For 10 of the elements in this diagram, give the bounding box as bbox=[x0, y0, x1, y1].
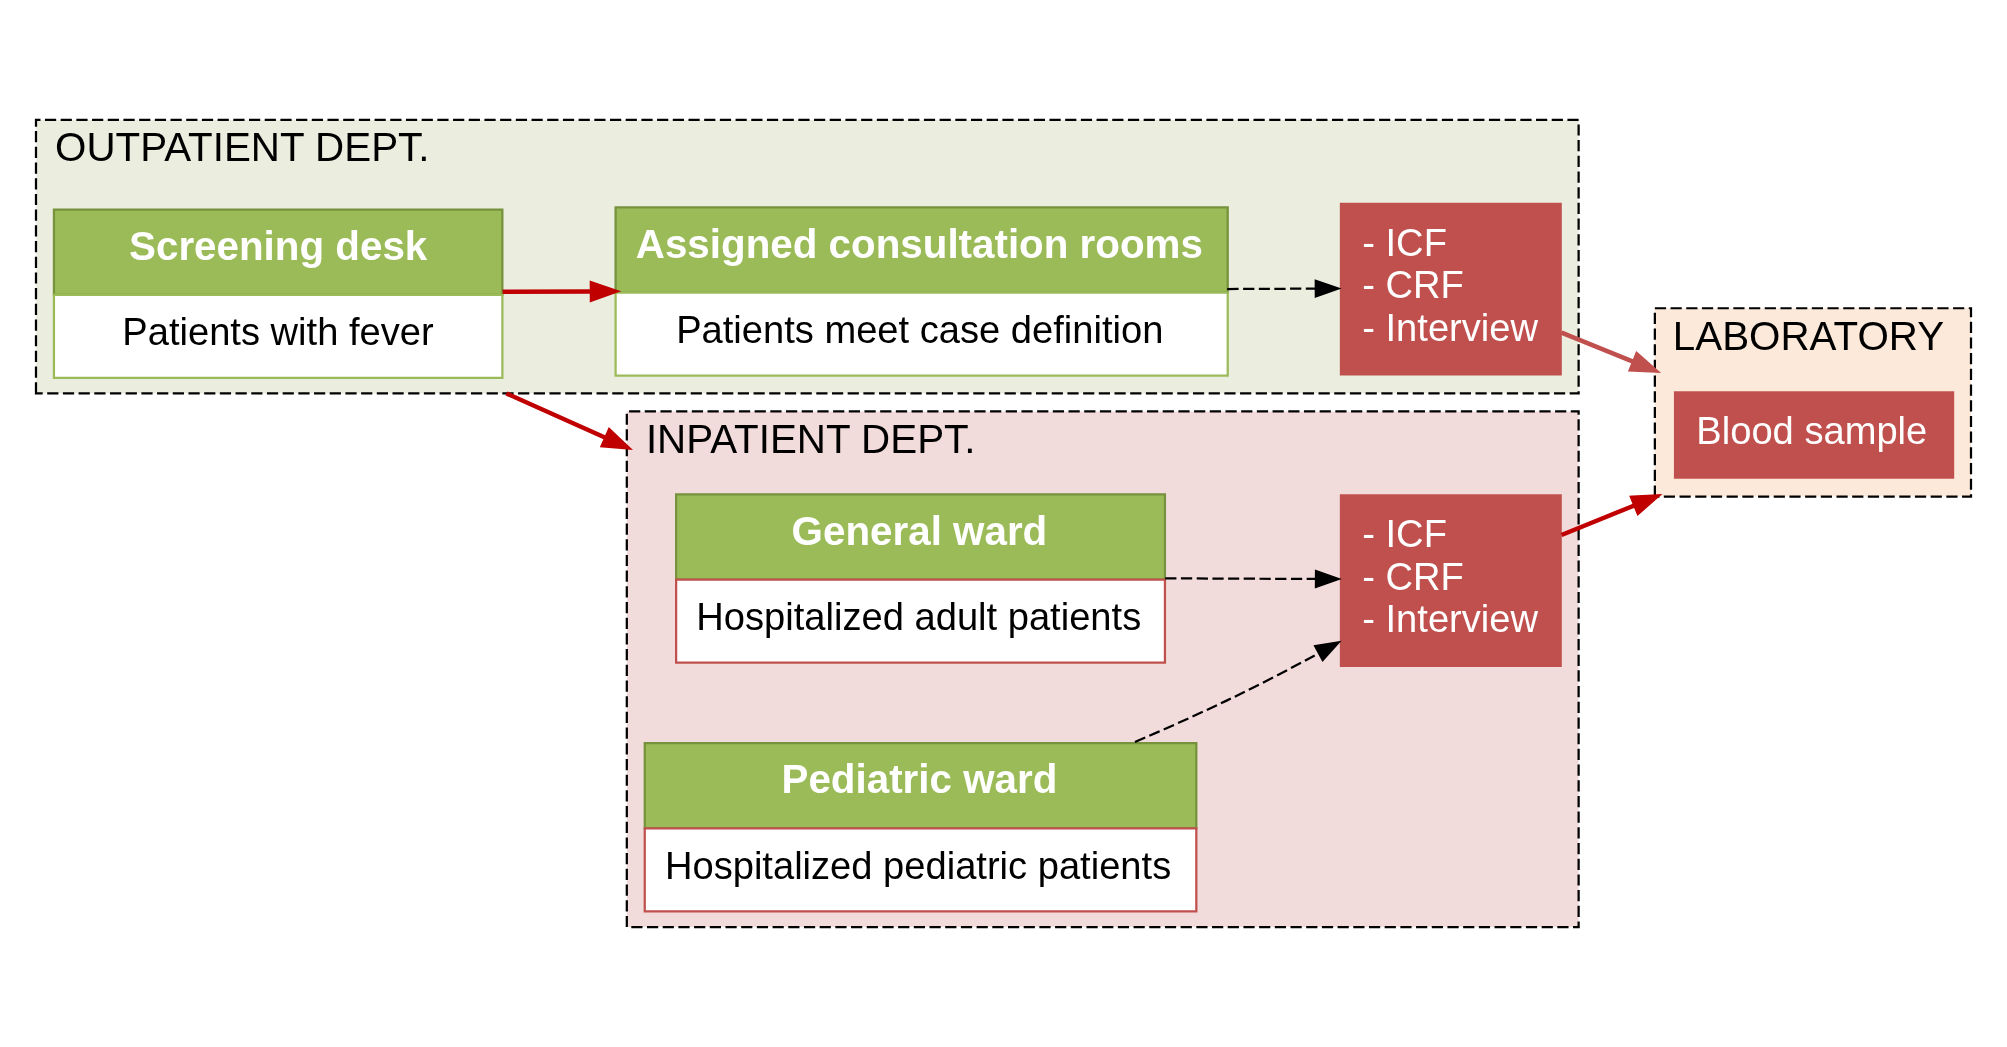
arrow bbox=[1560, 494, 1663, 538]
arrow bbox=[1134, 640, 1342, 744]
arrow bbox=[502, 280, 622, 303]
node-box: Blood sample bbox=[1673, 391, 1955, 479]
node-box: - ICF - CRF - Interview bbox=[1339, 202, 1562, 376]
node-box: - ICF - CRF - Interview bbox=[1339, 494, 1562, 667]
arrow bbox=[505, 391, 633, 450]
arrow bbox=[1165, 569, 1342, 589]
arrow bbox=[1560, 330, 1662, 374]
arrow bbox=[1227, 279, 1342, 299]
